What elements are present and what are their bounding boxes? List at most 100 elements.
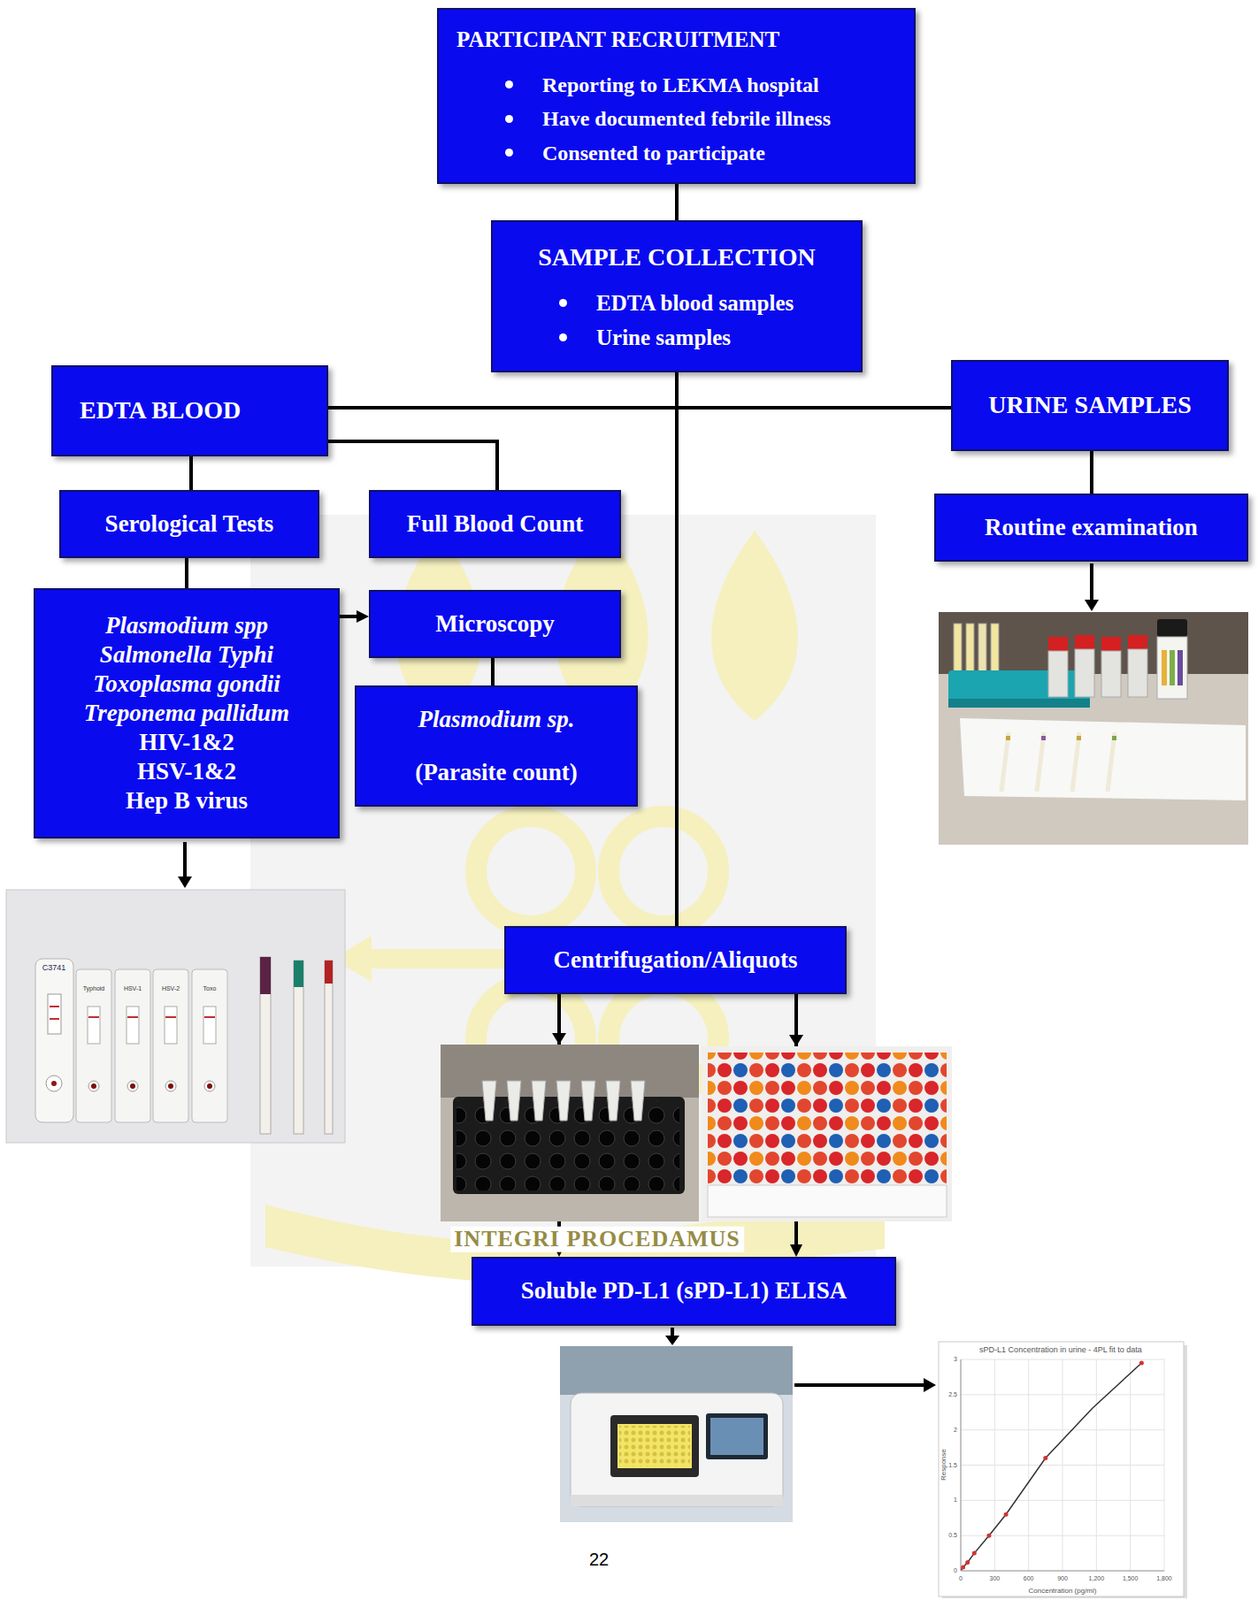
test-kit-photo: [204, 1081, 215, 1092]
standard-curve-chart: [1139, 1361, 1144, 1366]
connector: [184, 558, 189, 589]
tick-label: 0: [958, 1575, 963, 1583]
tube-rack-photo: [630, 1081, 645, 1121]
watermark-text: INTEGRI PROCEDAMUS: [450, 1227, 745, 1253]
connector: [490, 658, 495, 686]
process-box: Routine examination: [934, 493, 1249, 562]
connector: [189, 456, 193, 491]
standard-curve-chart: [972, 1551, 977, 1557]
box-label: (Parasite count): [414, 757, 578, 789]
urine-photo: [938, 612, 1249, 845]
tick-label: 2.5: [948, 1391, 958, 1399]
plate-reader-photo: [794, 1383, 926, 1388]
urine-photo: [1048, 636, 1068, 652]
tick-label: 1,800: [1156, 1575, 1173, 1583]
urine-photo: [1005, 736, 1011, 741]
box-label: Plasmodium sp.: [417, 704, 575, 736]
box-label: Serological Tests: [105, 508, 275, 540]
test-kit-photo: [165, 1016, 177, 1019]
urine-photo: [948, 698, 1090, 708]
tick-label: 900: [1057, 1575, 1068, 1583]
plate-reader-photo: [923, 1378, 936, 1393]
process-box: URINE SAMPLES: [951, 360, 1229, 452]
urine-photo: [953, 623, 962, 677]
connector: [676, 372, 952, 408]
urine-photo: [978, 623, 987, 677]
box-label: Plasmodium spp: [105, 611, 269, 641]
box-label: Full Blood Count: [406, 508, 584, 540]
tube-rack-photo: [440, 1044, 699, 1222]
test-kit-photo: [46, 1075, 62, 1092]
box-label: Microscopy: [435, 608, 554, 640]
kit-label: Toxo: [203, 985, 217, 993]
tick-label: 1.5: [948, 1462, 958, 1470]
test-kit-photo: [191, 969, 228, 1123]
test-kit-photo: [153, 969, 189, 1123]
test-kit-photo: [6, 889, 346, 1143]
test-kit-photo: [88, 1081, 100, 1092]
box-label: Routine examination: [984, 512, 1198, 544]
urine-photo: [1001, 732, 1009, 792]
test-kit-photo: [51, 1081, 57, 1087]
standard-curve-chart: [938, 1342, 1184, 1597]
test-kit-photo: [76, 969, 112, 1123]
box-label: Centrifugation/Aliquots: [552, 944, 798, 976]
standard-curve-chart: [960, 1394, 1165, 1396]
plate-reader-photo: [559, 1346, 793, 1523]
urine-photo: [1048, 651, 1068, 698]
test-kit-photo: [203, 1006, 216, 1044]
process-box: Soluble PD-L1 (sPD-L1) ELISA: [471, 1257, 897, 1327]
urine-photo: [1157, 636, 1188, 699]
bullet-item: Consented to participate: [505, 136, 766, 170]
tube-rack-photo: [506, 1081, 522, 1121]
box-label: EDTA BLOOD: [79, 394, 241, 427]
test-kit-photo: [164, 1006, 177, 1044]
tube-rack-photo: [605, 1081, 621, 1121]
box-label: Soluble PD-L1 (sPD-L1) ELISA: [521, 1275, 847, 1307]
test-kit-photo: [177, 876, 192, 889]
process-box: Centrifugation/Aliquots: [504, 926, 847, 995]
test-kit-photo: [91, 1083, 97, 1090]
standard-curve-chart: [986, 1534, 991, 1539]
test-kit-photo: [88, 1016, 100, 1019]
connector: [328, 441, 498, 491]
process-box: EDTA BLOOD: [51, 365, 329, 457]
standard-curve-chart: [960, 1359, 1165, 1361]
test-kit-photo: [293, 960, 304, 1135]
plate-reader-photo: [559, 1327, 936, 1523]
aliquot-photo: [707, 1185, 947, 1218]
test-kit-photo: [324, 960, 333, 1135]
tube-rack-photo: [440, 1033, 699, 1222]
test-kit-photo: [49, 1005, 60, 1008]
bullet-item: Have documented febrile illness: [505, 101, 831, 136]
test-kit-photo: [127, 1081, 139, 1092]
urine-photo: [1169, 650, 1175, 686]
urine-photo: [1076, 736, 1082, 741]
standard-curve-chart: [960, 1535, 1165, 1537]
kit-label: C3741: [42, 964, 67, 974]
chart-title: sPD-L1 Concentration in urine - 4PL fit …: [979, 1346, 1143, 1356]
process-box: Plasmodium sppSalmonella TyphiToxoplasma…: [33, 588, 340, 839]
test-kit-photo: [87, 1006, 100, 1044]
aliquot-photo: [701, 1035, 952, 1222]
test-kit-photo: [165, 1081, 177, 1092]
urine-photo: [966, 623, 975, 677]
process-box: Full Blood Count: [368, 490, 622, 559]
test-kit-photo: [168, 1083, 174, 1090]
plate-reader-photo: [559, 1346, 793, 1396]
tick-label: 300: [989, 1575, 1000, 1583]
box-label: HIV-1&2: [138, 728, 235, 758]
urine-photo: [1036, 732, 1044, 792]
box-heading: SAMPLE COLLECTION: [537, 237, 816, 277]
box-label: HSV-1&2: [137, 757, 237, 787]
crest-watermark: [608, 816, 719, 927]
tick-label: 0.5: [948, 1532, 958, 1540]
standard-curve-chart: [960, 1359, 1165, 1572]
axis-title: Response: [940, 1449, 949, 1481]
process-box: Plasmodium sp. (Parasite count): [354, 685, 638, 807]
box-label: Treponema pallidum: [84, 698, 290, 729]
standard-curve-chart: [960, 1565, 966, 1571]
